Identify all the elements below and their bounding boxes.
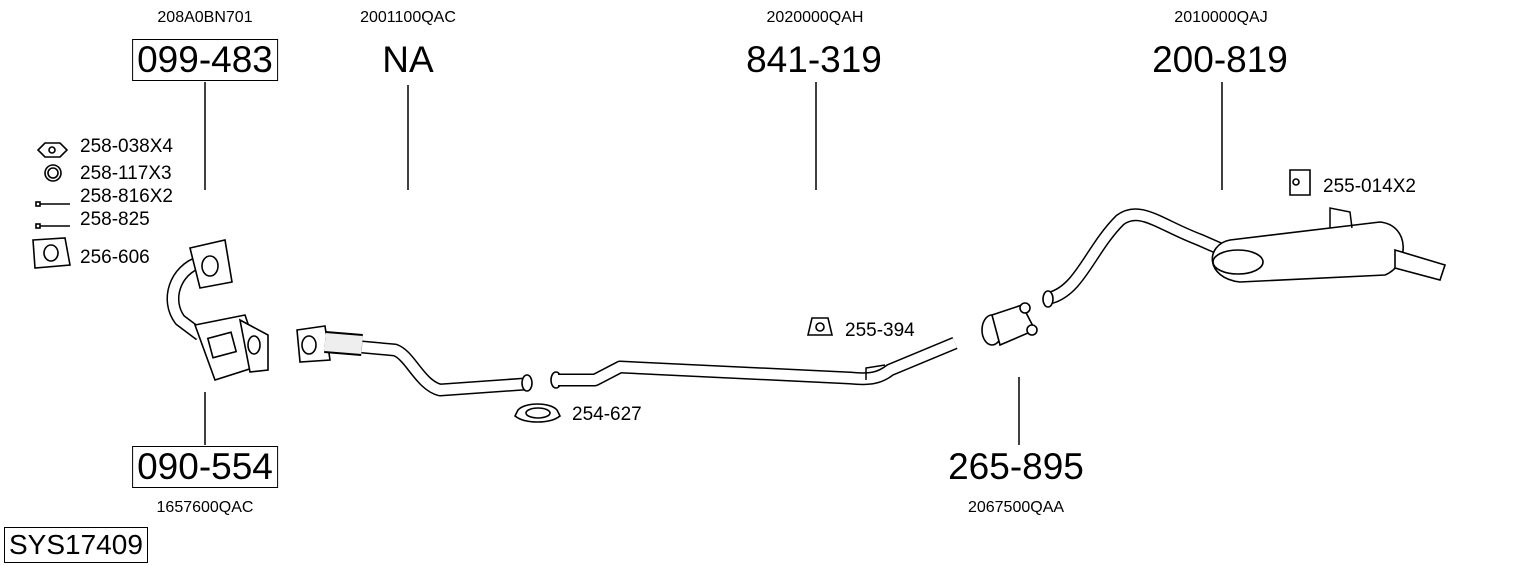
accessory-label[interactable]: 258-038X4 — [80, 136, 173, 157]
oem-code: 2010000QAJ — [1174, 9, 1268, 26]
accessory-label[interactable]: 254-627 — [572, 404, 642, 425]
oem-code: 2020000QAH — [766, 9, 864, 26]
part-number-label[interactable]: 841-319 — [746, 39, 882, 80]
front-pipe-drawing — [296, 325, 533, 397]
accessory-label[interactable]: 255-394 — [845, 320, 915, 341]
rear-silencer-drawing — [1042, 207, 1447, 308]
accessory-label[interactable]: 256-606 — [80, 247, 150, 268]
part-number-label[interactable]: 099-483 — [132, 39, 278, 81]
rubber-hanger-icon — [1289, 169, 1311, 196]
oem-code: 2067500QAA — [967, 499, 1065, 516]
part-number-label[interactable]: 265-895 — [948, 446, 1084, 487]
catalytic-converter-drawing — [166, 239, 269, 381]
part-number-label[interactable]: 200-819 — [1152, 39, 1288, 80]
oem-code: 2001100QAC — [360, 9, 456, 26]
accessory-label[interactable]: 258-816X2 — [80, 186, 173, 207]
accessory-label[interactable]: 258-825 — [80, 209, 150, 230]
middle-pipe-drawing — [550, 336, 958, 389]
clamp-drawing — [981, 302, 1038, 347]
oem-code: 208A0BN701 — [157, 9, 253, 26]
oem-code: 1657600QAC — [156, 499, 254, 516]
accessory-label[interactable]: 258-117X3 — [80, 163, 172, 184]
leader-lines — [204, 82, 1223, 445]
part-number-label[interactable]: NA — [382, 39, 434, 80]
part-number-label[interactable]: 090-554 — [132, 446, 278, 488]
system-id: SYS17409 — [4, 527, 148, 563]
accessory-label[interactable]: 255-014X2 — [1323, 176, 1416, 197]
